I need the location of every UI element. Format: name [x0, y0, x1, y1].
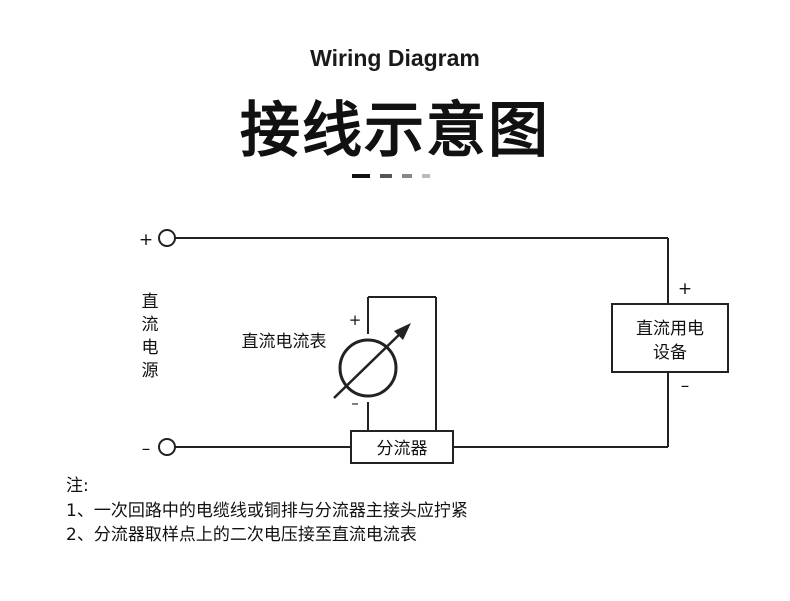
ammeter-needle [333, 328, 406, 399]
ammeter-plus-sign: + [349, 311, 362, 329]
note-item: 2、分流器取样点上的二次电压接至直流电流表 [66, 525, 417, 545]
notes: 注: 1、一次回路中的电缆线或铜排与分流器主接头应拧紧 2、分流器取样点上的二次… [66, 474, 468, 548]
ammeter-minus-sign: – [351, 394, 359, 412]
source-label-char: 流 [142, 315, 159, 335]
negative-terminal [158, 438, 176, 456]
source-label-char: 直 [142, 292, 159, 312]
source-label-char: 源 [142, 361, 159, 381]
divider-dash [380, 173, 392, 178]
device-plus-sign: + [678, 279, 692, 299]
ammeter-arrow-icon [394, 323, 411, 340]
device-minus-sign: – [681, 376, 690, 396]
source-minus-sign: – [142, 439, 151, 459]
device-box [611, 303, 729, 373]
divider-dash [352, 173, 370, 178]
title-chinese: 接线示意图 [240, 96, 550, 166]
title-english: Wiring Diagram [310, 45, 480, 71]
notes-heading: 注: [66, 476, 89, 496]
positive-terminal [158, 229, 176, 247]
ammeter-label: 直流电流表 [242, 332, 327, 352]
divider-dash [422, 173, 430, 178]
ammeter-symbol [338, 338, 398, 398]
note-item: 1、一次回路中的电缆线或铜排与分流器主接头应拧紧 [66, 500, 468, 521]
divider-dash [402, 173, 412, 178]
shunt-label: 分流器 [377, 439, 428, 459]
device-label-line1: 直流用电 [636, 319, 704, 339]
device-label-line2: 设备 [653, 343, 687, 363]
source-plus-sign: + [139, 230, 153, 250]
title-divider [352, 173, 430, 178]
shunt-box [350, 430, 454, 464]
source-label-char: 电 [142, 338, 159, 358]
